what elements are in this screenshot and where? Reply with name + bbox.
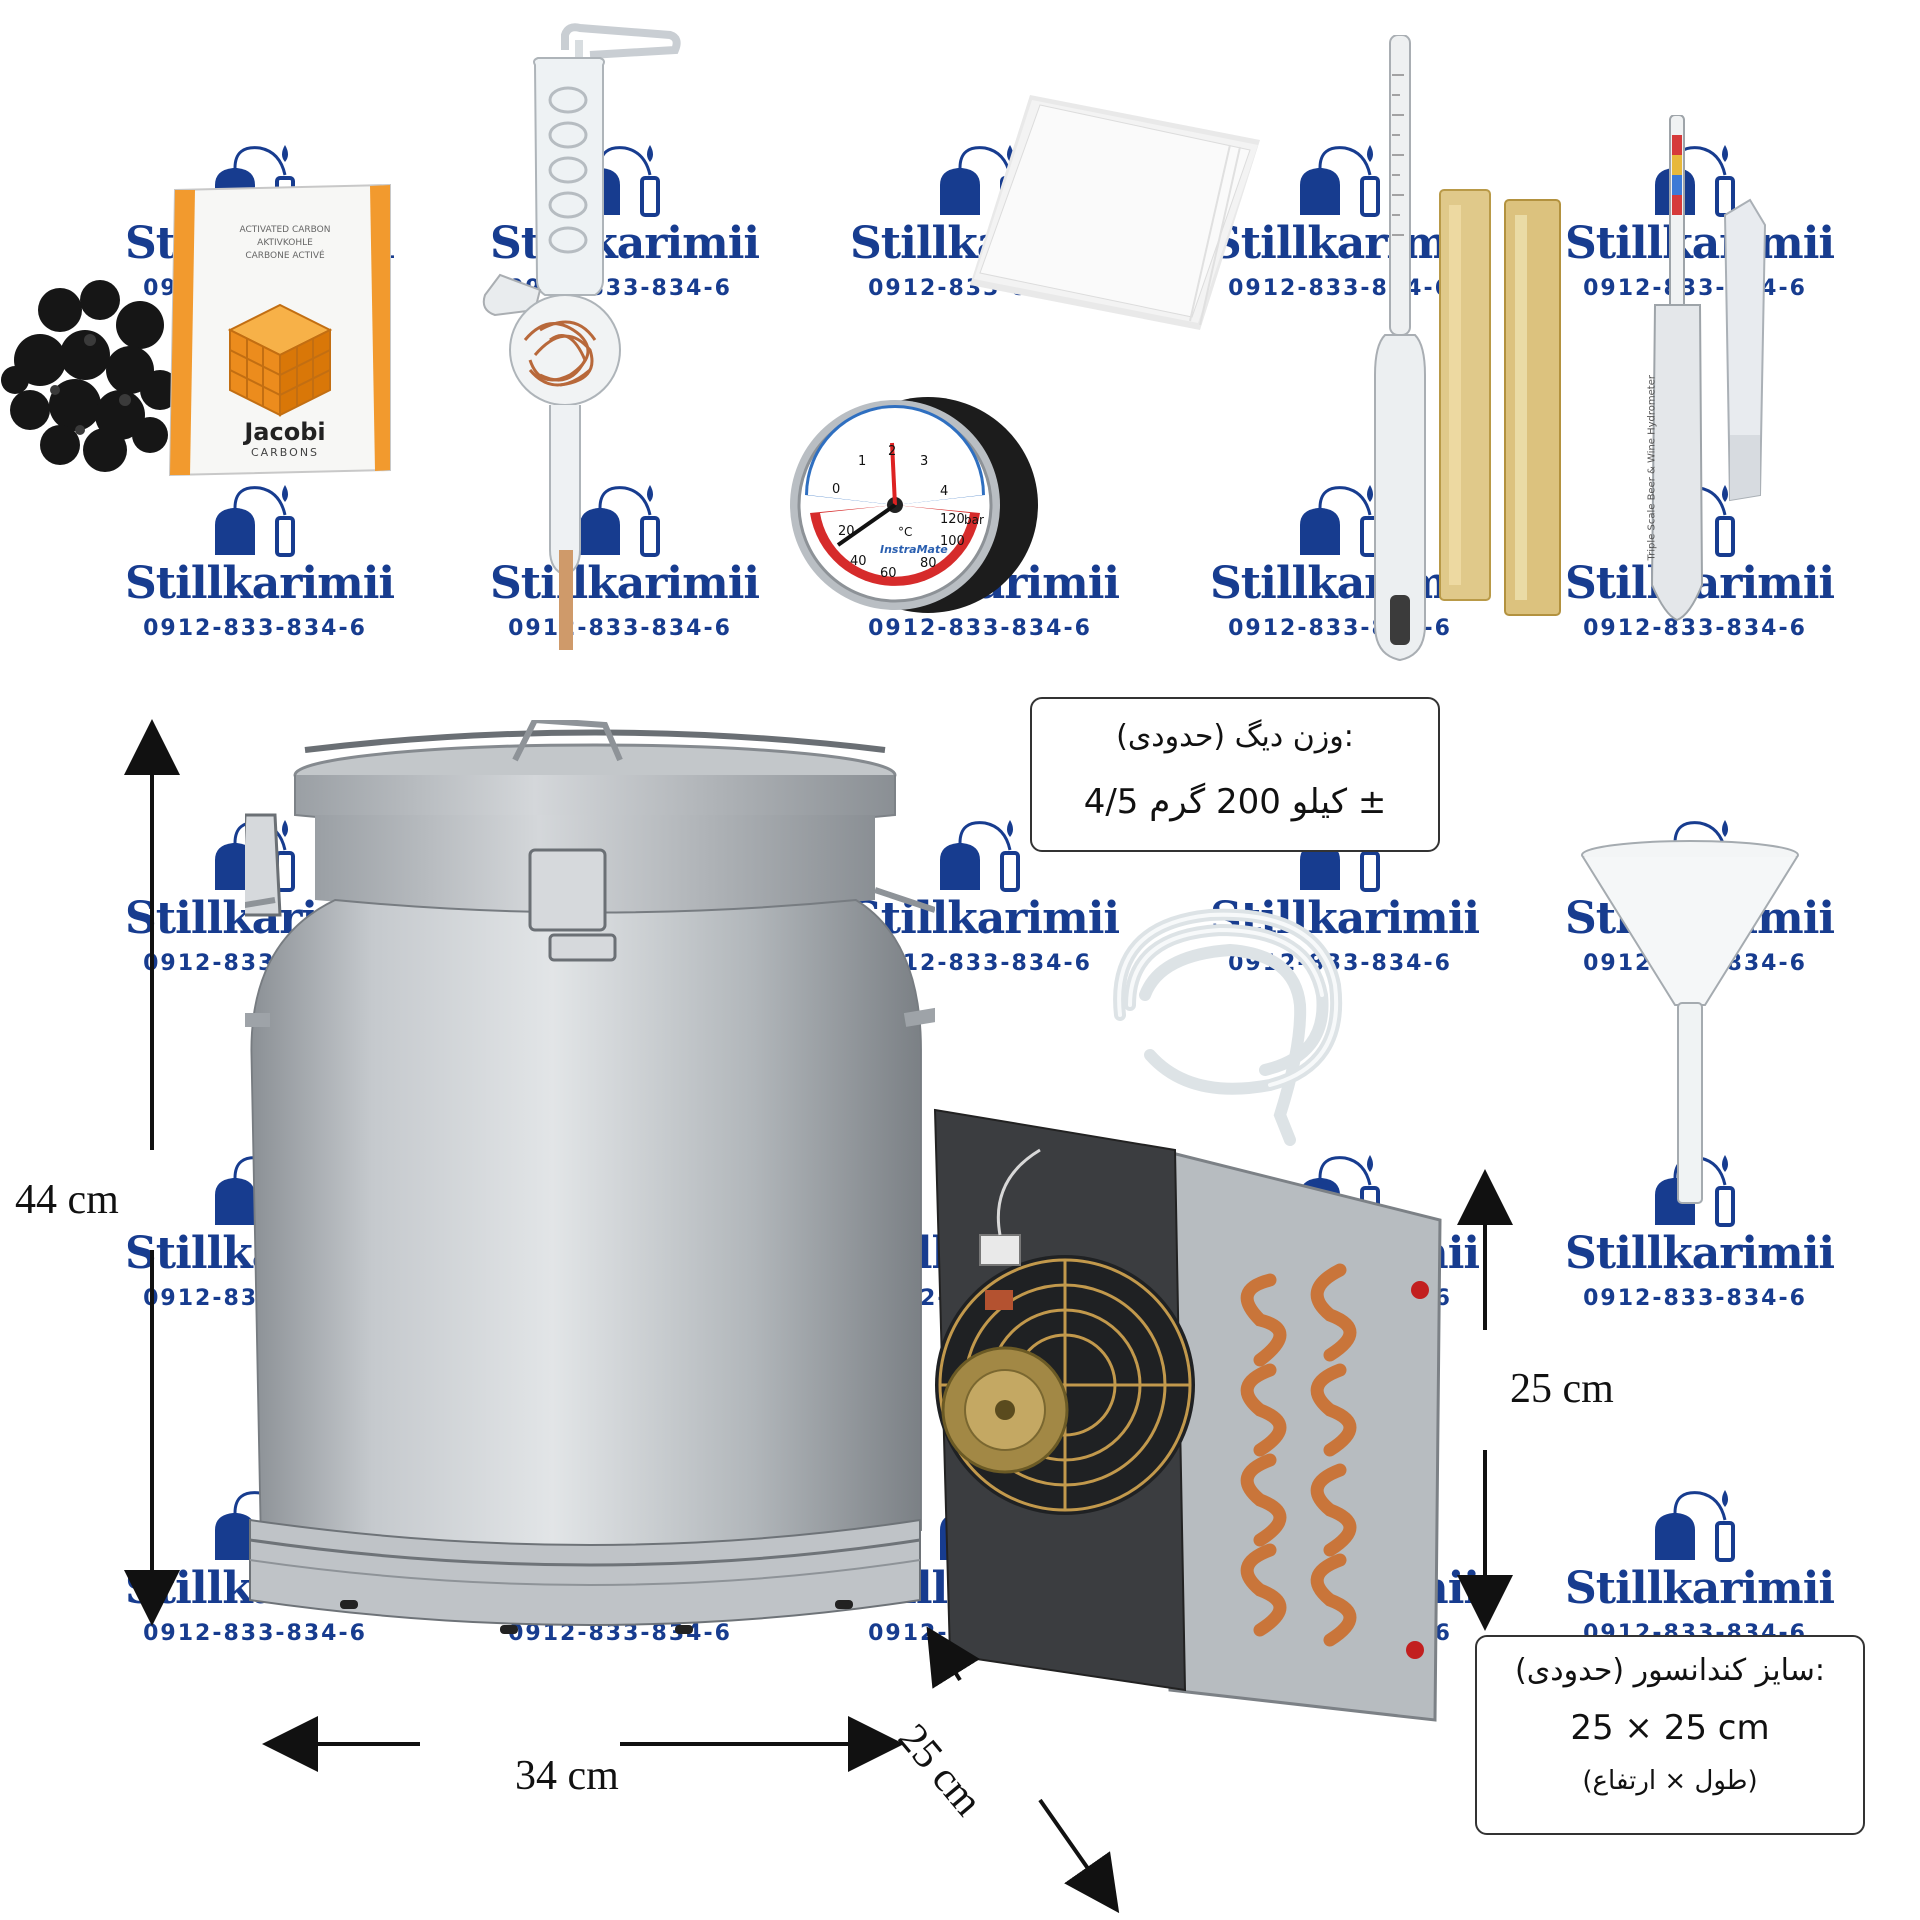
aluminum-milk-can-tank <box>245 720 935 1634</box>
watermark-phone: 0912-833-834-6 <box>868 616 1092 641</box>
weight-value: 4/5 کیلو 200 گرم ± <box>1083 782 1387 822</box>
alcoholmeter <box>1374 35 1426 662</box>
watermark-stamp: Stillkarimii 0912-833-834-6 <box>1210 140 1480 340</box>
condenser-size-note: (طول × ارتفاع) <box>1582 1766 1758 1796</box>
gauge-brand: InstraMate <box>880 543 948 556</box>
watermark-phone: 0912-833-834-6 <box>508 616 732 641</box>
carbon-bag-text-1: ACTIVATED CARBON <box>239 225 331 235</box>
watermark-stamp: Stillkarimii 0912-833-834-6 <box>125 480 395 680</box>
watermark-brand: Stillkarimii <box>850 893 1120 944</box>
tank-width-label: 34 cm <box>515 1753 619 1799</box>
condenser-height-label: 25 cm <box>1510 1366 1614 1412</box>
watermark-brand: Stillkarimii <box>1210 218 1480 269</box>
svg-text:60: 60 <box>880 566 897 581</box>
svg-text:3: 3 <box>920 454 928 469</box>
still-logo-icon <box>940 820 1020 892</box>
filter-cloth-stack <box>970 95 1260 330</box>
still-logo-icon <box>1300 485 1380 557</box>
carbon-bag-text-3: CARBONE ACTIVÉ <box>245 251 325 261</box>
silicone-hose <box>1113 908 1343 1146</box>
svg-text:80: 80 <box>920 556 937 571</box>
glass-reflux-column <box>482 23 681 650</box>
svg-text:1: 1 <box>858 454 866 469</box>
gauge-temp-unit: °C <box>898 525 913 539</box>
watermark-brand: Stillkarimii <box>490 218 760 269</box>
watermark-phone: 0912-833-834-6 <box>1583 616 1807 641</box>
triple-scale-hydrometer: Triple Scale Beer & Wine Hydrometer <box>1630 115 1770 635</box>
watermark-phone: 0912-833-834-6 <box>1583 276 1807 301</box>
activated-carbon-granules <box>1 280 180 472</box>
alcoholmeter-case-2 <box>1504 199 1561 616</box>
watermark-phone: 0912-833-834-6 <box>1583 1286 1807 1311</box>
watermark-phone: 0912-833-834-6 <box>1228 276 1452 301</box>
watermark-brand: Stillkarimii <box>1565 218 1835 269</box>
weight-info-box: وزن دیگ (حدودی): 4/5 کیلو 200 گرم ± <box>1030 697 1440 852</box>
still-logo-icon <box>1655 1490 1735 1562</box>
tank-height-label: 44 cm <box>15 1177 119 1223</box>
svg-text:100: 100 <box>940 534 965 549</box>
svg-text:40: 40 <box>850 554 867 569</box>
svg-text:120: 120 <box>940 512 965 527</box>
condenser-size-value: 25 × 25 cm <box>1570 1708 1770 1748</box>
glass-funnel <box>1581 840 1799 1204</box>
activated-carbon-bag: ACTIVATED CARBON AKTIVKOHLE CARBONE ACTI… <box>165 180 400 480</box>
watermark-phone: 0912-833-834-6 <box>143 1621 367 1646</box>
weight-title: وزن دیگ (حدودی): <box>1116 719 1354 754</box>
svg-text:20: 20 <box>838 524 855 539</box>
jacobi-logo-sub: CARBONS <box>250 446 320 459</box>
still-logo-icon <box>580 485 660 557</box>
watermark-phone: 0912-833-834-6 <box>143 616 367 641</box>
watermark-brand: Stillkarimii <box>1565 1563 1835 1614</box>
still-logo-icon <box>215 485 295 557</box>
svg-text:2: 2 <box>888 444 896 459</box>
gauge-unit-label: bar <box>964 513 984 527</box>
svg-text:0: 0 <box>832 482 840 497</box>
svg-text:4: 4 <box>940 484 948 499</box>
condenser-size-title: سایز کندانسور (حدودی): <box>1515 1653 1825 1688</box>
alcoholmeter-case-1 <box>1439 189 1491 601</box>
condenser-size-info-box: سایز کندانسور (حدودی): 25 × 25 cm (طول ×… <box>1475 1635 1865 1835</box>
carbon-bag-text-2: AKTIVKOHLE <box>257 238 313 248</box>
watermark-brand: Stillkarimii <box>490 558 760 609</box>
jacobi-logo: Jacobi <box>244 418 326 446</box>
watermark-stamp: Stillkarimii 0912-833-834-6 <box>490 480 760 680</box>
watermark-stamp: Stillkarimii 0912-833-834-6 <box>1565 1150 1835 1350</box>
watermark-brand: Stillkarimii <box>1565 1228 1835 1279</box>
watermark-brand: Stillkarimii <box>1210 558 1480 609</box>
watermark-brand: Stillkarimii <box>125 558 395 609</box>
fan-cooled-condenser <box>933 1108 1442 1722</box>
still-logo-icon <box>1300 145 1380 217</box>
